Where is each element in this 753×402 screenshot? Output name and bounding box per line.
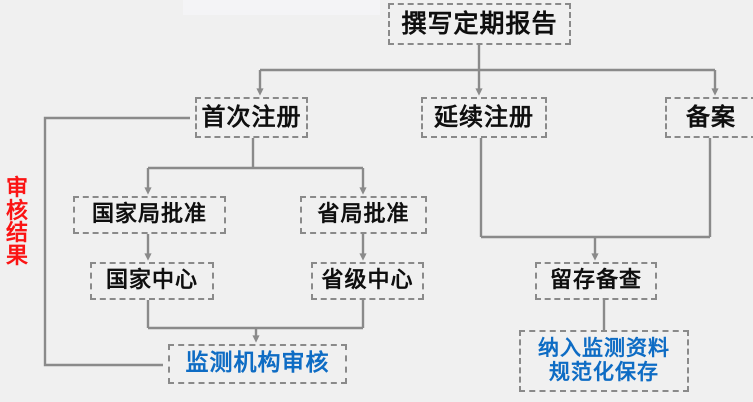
background-artifact [183, 0, 380, 15]
edge-review-feedback [43, 116, 190, 367]
audit-label-char-4: 果 [5, 243, 28, 269]
audit-result-vertical-label: 审 核 结 果 [4, 176, 30, 269]
node-national-center[interactable]: 国家中心 [90, 262, 214, 300]
node-filing[interactable]: 备案 [665, 97, 753, 138]
node-national-bureau-approval[interactable]: 国家局批准 [73, 196, 226, 234]
audit-label-char-1: 审 [5, 176, 28, 201]
audit-label-char-2: 核 [5, 198, 28, 224]
node-renewal-registration[interactable]: 延续注册 [421, 97, 547, 138]
node-write-periodic-report[interactable]: 撰写定期报告 [388, 3, 571, 45]
archive-line-2: 规范化保存 [549, 360, 659, 384]
node-provincial-bureau-approval[interactable]: 省局批准 [300, 196, 427, 234]
audit-label-char-3: 结 [5, 221, 28, 247]
node-keep-for-inspection[interactable]: 留存备查 [535, 262, 657, 300]
archive-line-1: 纳入监测资料 [538, 336, 670, 361]
node-monitoring-agency-review[interactable]: 监测机构审核 [168, 344, 347, 384]
node-provincial-center[interactable]: 省级中心 [311, 262, 424, 300]
node-first-registration[interactable]: 首次注册 [195, 97, 308, 138]
node-archive-standardized-storage[interactable]: 纳入监测资料 规范化保存 [519, 330, 689, 392]
